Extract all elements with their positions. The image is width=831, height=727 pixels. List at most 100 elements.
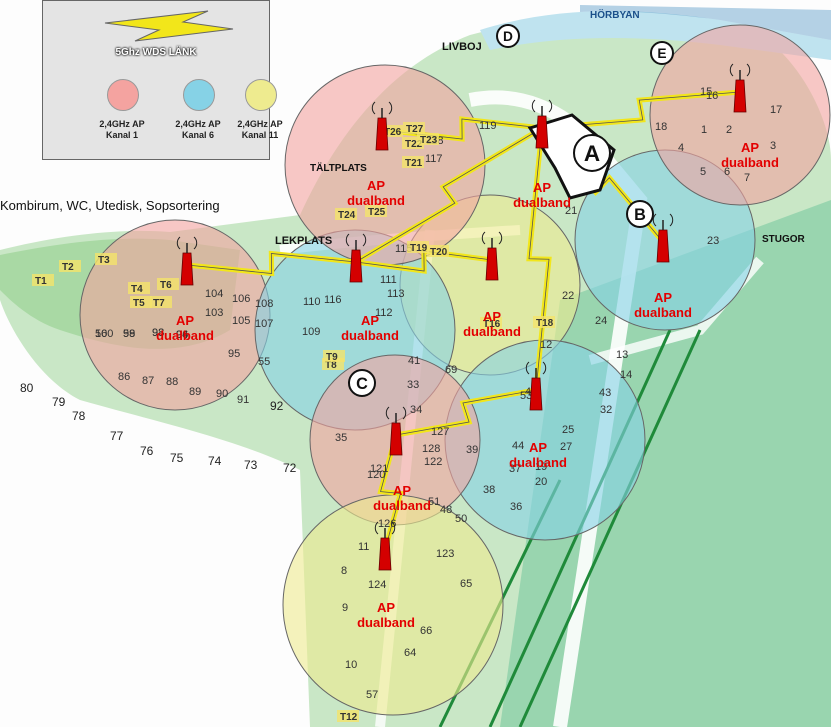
outer-site-number: 78 bbox=[72, 409, 86, 423]
site-number: 58 bbox=[123, 328, 135, 340]
site-number: 127 bbox=[431, 426, 449, 438]
site-number: 18 bbox=[655, 121, 667, 133]
zone-letter: A bbox=[584, 141, 600, 166]
site-number: 105 bbox=[232, 315, 250, 327]
ap-label-line2: dualband bbox=[373, 498, 431, 513]
legend-channel-1-dot bbox=[107, 79, 139, 111]
signal-waves-icon bbox=[652, 213, 674, 227]
site-number: 91 bbox=[237, 394, 249, 406]
site-number: 3 bbox=[770, 140, 776, 152]
site-number: 38 bbox=[483, 484, 495, 496]
site-number: 93 bbox=[152, 327, 164, 339]
legend-channel-11-kanal: Kanal 11 bbox=[241, 130, 279, 140]
outer-site-number: 75 bbox=[170, 451, 184, 465]
antenna-icon bbox=[389, 422, 403, 456]
site-number: 66 bbox=[420, 625, 432, 637]
tent-site-marker bbox=[157, 278, 179, 290]
site-number: 36 bbox=[510, 501, 522, 513]
tent-site-label: T3 bbox=[98, 255, 110, 266]
site-number: 104 bbox=[205, 288, 223, 300]
zone-marker-e: E bbox=[650, 41, 674, 65]
tent-site-marker bbox=[335, 208, 357, 220]
tent-site-label: T25 bbox=[368, 207, 386, 218]
site-number: 99 bbox=[123, 328, 135, 340]
site-number: 123 bbox=[436, 548, 454, 560]
tent-site-label: T2 bbox=[62, 262, 74, 273]
ap-label-line2: dualband bbox=[463, 324, 521, 339]
tent-site-label: T6 bbox=[160, 280, 172, 291]
site-number: 106 bbox=[232, 293, 250, 305]
site-number: 86 bbox=[118, 371, 130, 383]
site-number: 121 bbox=[370, 463, 388, 475]
site-number: 122 bbox=[424, 456, 442, 468]
tent-site-marker bbox=[417, 133, 439, 145]
antenna-icon bbox=[656, 229, 670, 263]
site-number: 15 bbox=[700, 86, 712, 98]
zone-circle bbox=[650, 41, 674, 65]
outer-site-number: 77 bbox=[110, 429, 124, 443]
site-number: 64 bbox=[404, 647, 416, 659]
site-number: 24 bbox=[595, 315, 607, 327]
site-number: 23 bbox=[707, 235, 719, 247]
site-number: 21 bbox=[565, 205, 577, 217]
wds-link-outline-7 bbox=[395, 389, 537, 436]
site-number: 9 bbox=[342, 602, 348, 614]
site-number: 94 bbox=[176, 329, 188, 341]
access-points: APdualbandAPdualbandAPdualbandAPdualband… bbox=[156, 63, 779, 630]
legend-channel-6-name: 2,4GHz AP bbox=[175, 119, 221, 129]
wds-link-outline-1 bbox=[541, 91, 741, 129]
ap-label-line2: dualband bbox=[634, 305, 692, 320]
tent-site-label: T4 bbox=[131, 284, 143, 295]
site-number: 16 bbox=[706, 90, 718, 102]
wds-link-outline-3 bbox=[355, 127, 543, 263]
site-number: 124 bbox=[368, 579, 386, 591]
signal-waves-icon bbox=[345, 233, 367, 247]
zone-letter: B bbox=[634, 206, 646, 224]
site-number: 19 bbox=[535, 461, 547, 473]
legend-channel-1-caption: 2,4GHz AP Kanal 1 bbox=[87, 119, 157, 141]
antenna-icon bbox=[529, 377, 543, 411]
ap-label-line1: AP bbox=[741, 140, 759, 155]
wds-link-outline-5 bbox=[186, 253, 357, 274]
tent-site-marker bbox=[403, 122, 425, 134]
ap-label-line1: AP bbox=[367, 178, 385, 193]
tent-site-marker bbox=[323, 350, 345, 362]
site-number: 117 bbox=[425, 153, 443, 165]
coverage-circle-ap7 bbox=[649, 24, 831, 206]
site-number: 6 bbox=[724, 166, 730, 178]
site-number: 109 bbox=[302, 326, 320, 338]
site-number: 13 bbox=[616, 349, 628, 361]
legend-wds-label: 5Ghz WDS LÄNK bbox=[115, 47, 197, 58]
signal-waves-icon bbox=[531, 99, 553, 113]
place-label-livboj: LIVBOJ bbox=[442, 41, 482, 53]
sea bbox=[580, 5, 831, 40]
site-number: 116 bbox=[324, 294, 342, 306]
tent-site-label: T19 bbox=[410, 243, 428, 254]
ap-label-line2: dualband bbox=[513, 195, 571, 210]
signal-waves-icon bbox=[371, 101, 393, 115]
site-number: 112 bbox=[375, 307, 393, 319]
ap-label-line2: dualband bbox=[357, 615, 415, 630]
legend-channel-1-kanal: Kanal 1 bbox=[105, 130, 138, 140]
site-number: 113 bbox=[387, 288, 405, 300]
site-number: 53 bbox=[520, 390, 532, 402]
area-label: Kombirum, WC, Utedisk, Sopsortering bbox=[0, 198, 220, 213]
site-number: 44 bbox=[512, 440, 524, 452]
tent-site-marker bbox=[337, 710, 359, 722]
site-number: 7 bbox=[744, 172, 750, 184]
zone-letter: D bbox=[503, 29, 513, 44]
tent-site-label: T7 bbox=[153, 298, 165, 309]
zone-circle bbox=[496, 24, 520, 48]
site-number: 35 bbox=[335, 432, 347, 444]
zone-letter: C bbox=[356, 375, 368, 393]
tent-site-label: T5 bbox=[133, 298, 145, 309]
site-number: 48 bbox=[440, 504, 452, 516]
site-number: 8 bbox=[341, 565, 347, 577]
signal-waves-icon bbox=[176, 236, 198, 250]
tent-site-marker bbox=[59, 260, 81, 272]
ap-label-line2: dualband bbox=[341, 328, 399, 343]
tent-site-marker bbox=[407, 241, 429, 253]
legend-channel-6-kanal: Kanal 6 bbox=[181, 130, 214, 140]
